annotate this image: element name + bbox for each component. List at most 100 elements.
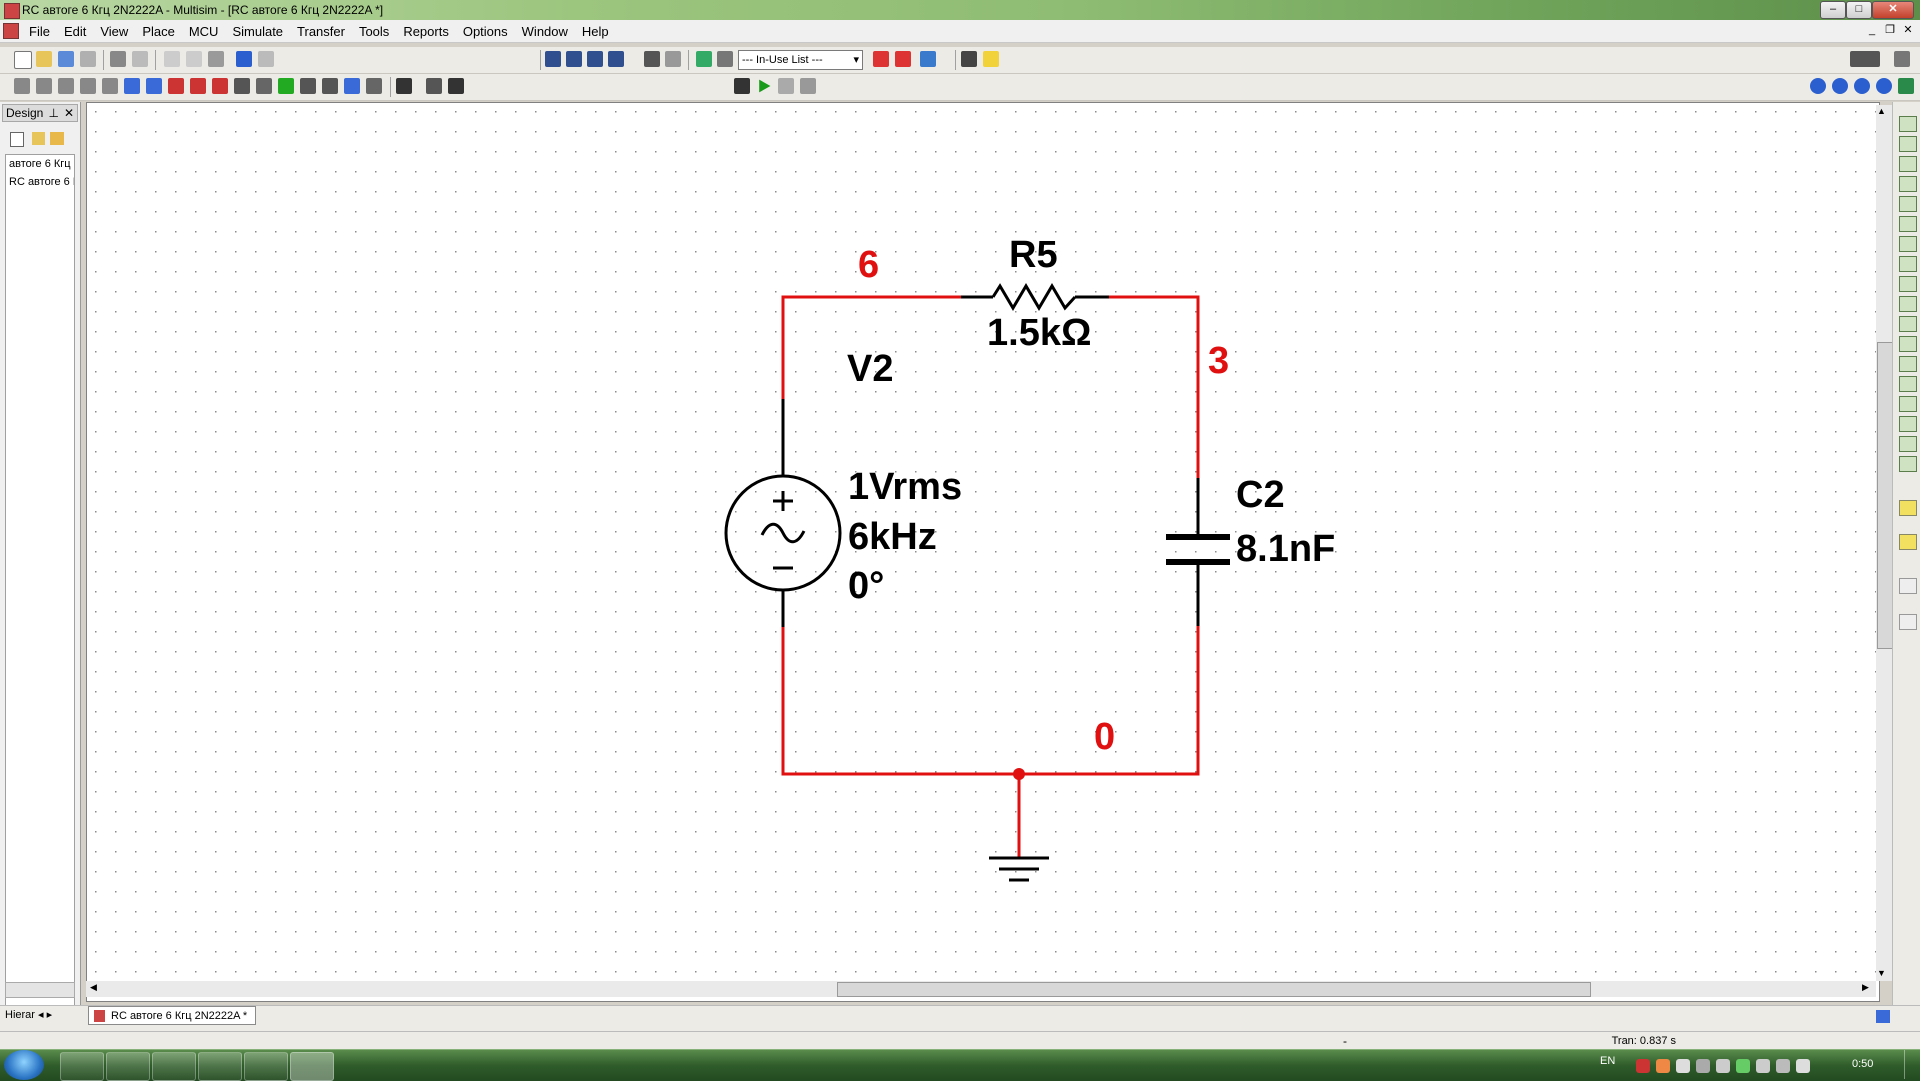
open-folder-icon[interactable] — [50, 132, 64, 145]
agilent-multimeter-icon[interactable] — [1899, 416, 1917, 432]
mdi-minimize-button[interactable]: _ — [1868, 24, 1876, 36]
mdi-restore-button[interactable]: ❐ — [1885, 24, 1895, 36]
menu-help[interactable]: Help — [581, 24, 609, 39]
mdi-close-button[interactable]: ✕ — [1903, 24, 1913, 36]
multisim-app-icon[interactable] — [4, 3, 20, 19]
show-desktop-button[interactable] — [1904, 1050, 1919, 1079]
labview-instrument-icon[interactable] — [1899, 500, 1917, 516]
redo-icon[interactable] — [258, 51, 274, 67]
tree-item-sheet[interactable]: RC автоге 6 Кгц 2N2222A — [9, 176, 74, 188]
place-misc-icon[interactable] — [256, 78, 272, 94]
new-design-icon[interactable] — [10, 132, 24, 147]
place-power-icon[interactable] — [234, 78, 250, 94]
menu-reports[interactable]: Reports — [403, 24, 449, 39]
start-button-icon[interactable] — [4, 1050, 44, 1080]
view-toggle-icon[interactable] — [1850, 51, 1880, 67]
taskbar-explorer-icon[interactable] — [106, 1052, 150, 1081]
spreadsheet-view-icon[interactable] — [566, 51, 582, 67]
wire-top-left[interactable] — [781, 295, 961, 399]
place-rf-icon[interactable] — [300, 78, 316, 94]
pause-simulation-icon[interactable] — [778, 78, 794, 94]
taskbar-media-icon[interactable] — [60, 1052, 104, 1081]
toggle-fullscreen-icon[interactable] — [545, 51, 561, 67]
word-generator-icon[interactable] — [1899, 256, 1917, 272]
component-wizard-icon[interactable] — [665, 51, 681, 67]
tray-wifi-icon[interactable] — [1776, 1059, 1790, 1073]
document-icon[interactable] — [3, 23, 19, 39]
place-diode-icon[interactable] — [58, 78, 74, 94]
postprocessor-icon[interactable] — [644, 51, 660, 67]
menu-window[interactable]: Window — [521, 24, 568, 39]
place-cmos-icon[interactable] — [146, 78, 162, 94]
measurement-probe-icon[interactable] — [1899, 614, 1917, 630]
panel-tab-hierarchy[interactable]: Hierar ◂ ▸ — [5, 1009, 53, 1021]
current-probe-icon[interactable] — [1899, 578, 1917, 594]
back-annotate-icon[interactable] — [895, 51, 911, 67]
tray-flash-icon[interactable] — [1656, 1059, 1670, 1073]
vertical-scroll-thumb[interactable] — [1877, 342, 1893, 649]
taskbar-word-icon[interactable] — [244, 1052, 288, 1081]
ac-source-v2-symbol[interactable] — [724, 474, 842, 592]
full-screen-icon[interactable] — [1898, 78, 1914, 94]
menu-mcu[interactable]: MCU — [188, 24, 219, 39]
taskbar-yandex-icon[interactable] — [198, 1052, 242, 1081]
tray-app-icon[interactable] — [1676, 1059, 1690, 1073]
tray-updates-icon[interactable] — [1696, 1059, 1710, 1073]
place-advanced-peripherals-icon[interactable] — [278, 78, 294, 94]
scroll-right-arrow-icon[interactable]: ▶ — [1862, 982, 1869, 992]
place-bus-icon[interactable] — [448, 78, 464, 94]
place-source-icon[interactable] — [14, 78, 30, 94]
place-electromechanical-icon[interactable] — [322, 78, 338, 94]
capacitor-c2-symbol[interactable] — [1166, 534, 1230, 565]
scroll-up-arrow-icon[interactable]: ▲ — [1877, 106, 1886, 116]
four-channel-oscilloscope-icon[interactable] — [1899, 196, 1917, 212]
place-ni-component-icon[interactable] — [344, 78, 360, 94]
copy-icon[interactable] — [186, 51, 202, 67]
new-icon[interactable] — [14, 51, 32, 69]
taskbar-multisim-icon[interactable] — [290, 1052, 334, 1081]
menu-view[interactable]: View — [100, 24, 129, 39]
frequency-counter-icon[interactable] — [1899, 236, 1917, 252]
wire-top-right[interactable] — [1109, 295, 1200, 478]
create-component-icon[interactable] — [717, 51, 733, 67]
undo-icon[interactable] — [236, 51, 252, 67]
in-use-list-select[interactable]: --- In-Use List ---▾ — [738, 50, 863, 70]
open-samples-icon[interactable] — [58, 51, 74, 67]
tab-schematic[interactable]: RC автоге 6 Кгц 2N2222A * — [88, 1006, 256, 1025]
zoom-in-icon[interactable] — [1810, 78, 1826, 94]
menu-options[interactable]: Options — [462, 24, 508, 39]
logic-converter-icon[interactable] — [1899, 276, 1917, 292]
print-preview-icon[interactable] — [132, 51, 148, 67]
language-indicator[interactable]: EN — [1600, 1055, 1616, 1067]
schematic-drawing[interactable]: 6 3 0 R5 1.5kΩ V2 1Vrms 6kHz 0° C2 8.1nF — [87, 103, 1877, 980]
place-indicator-icon[interactable] — [212, 78, 228, 94]
zoom-fit-icon[interactable] — [1876, 78, 1892, 94]
ground-symbol[interactable] — [989, 856, 1049, 882]
place-ttl-icon[interactable] — [124, 78, 140, 94]
taskbar-chrome-icon[interactable] — [152, 1052, 196, 1081]
hierarchy-icon[interactable] — [587, 51, 603, 67]
place-transistor-icon[interactable] — [80, 78, 96, 94]
resistor-r5-symbol[interactable] — [991, 283, 1077, 311]
place-misc-digital-icon[interactable] — [168, 78, 184, 94]
tree-item-design[interactable]: автоге 6 Кгц 2N2222A — [9, 158, 74, 170]
place-mixed-icon[interactable] — [190, 78, 206, 94]
spreadsheet-toggle-icon[interactable] — [1876, 1010, 1890, 1023]
simulate-settings-icon[interactable] — [734, 78, 750, 94]
stop-simulation-icon[interactable] — [800, 78, 816, 94]
place-hierarchical-block-icon[interactable] — [426, 78, 442, 94]
zoom-area-icon[interactable] — [1854, 78, 1870, 94]
scroll-left-arrow-icon[interactable]: ◀ — [90, 982, 97, 992]
maximize-button[interactable]: □ — [1846, 1, 1872, 19]
tray-volume-icon[interactable] — [1796, 1059, 1810, 1073]
menu-place[interactable]: Place — [142, 24, 175, 39]
grapher-icon[interactable] — [608, 51, 624, 67]
erc-icon[interactable] — [873, 51, 889, 67]
menu-edit[interactable]: Edit — [63, 24, 87, 39]
schematic-canvas[interactable]: 6 3 0 R5 1.5kΩ V2 1Vrms 6kHz 0° C2 8.1nF — [86, 102, 1880, 1002]
horizontal-scroll-thumb[interactable] — [837, 982, 1591, 997]
bode-plotter-icon[interactable] — [1899, 216, 1917, 232]
multimeter-icon[interactable] — [1899, 116, 1917, 132]
logic-analyzer-icon[interactable] — [1899, 296, 1917, 312]
menu-transfer[interactable]: Transfer — [297, 24, 345, 39]
